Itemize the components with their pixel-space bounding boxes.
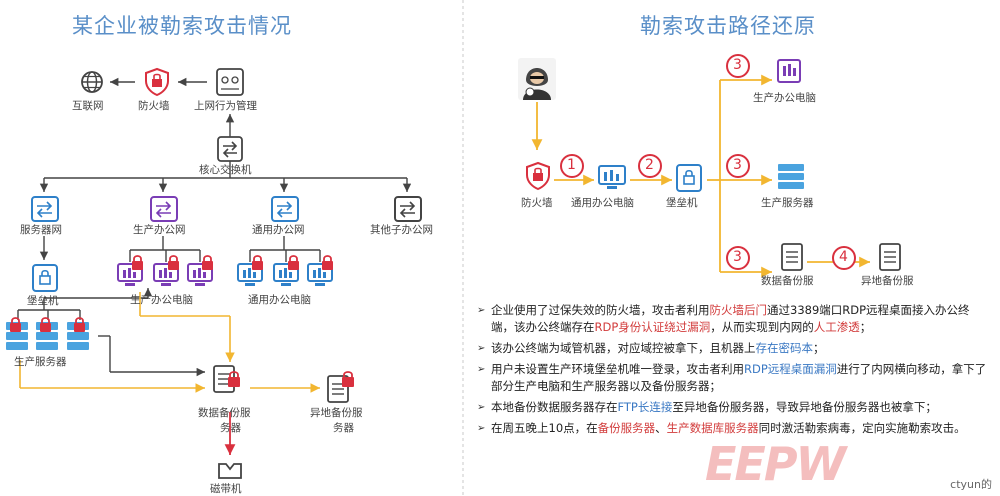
label-backup-server-2: 务器 [220,422,241,434]
label-remote-backup-1: 异地备份服 [310,407,363,419]
divider [462,0,464,496]
label-backup-server-right: 数据备份服 [761,275,814,287]
bullet-text: 通过3389端口RDP远程桌面接入办公终端，该办公终端存在 [491,303,970,334]
other-net-switch-icon [394,196,422,222]
bastion-icon-right [676,164,702,192]
hacker-icon [518,58,556,100]
label-server-net: 服务器网 [20,224,62,236]
firewall-shield-icon-right [526,161,550,191]
bullet-text: 生产数据库服务器 [666,421,759,435]
bullet-text: 在周五晚上10点，在 [491,421,598,435]
label-general-pcs: 通用办公电脑 [248,294,311,306]
label-general-office-net: 通用办公网 [252,224,305,236]
bullet-text: 同时激活勒索病毒，定向实施勒索攻击。 [758,421,966,435]
right-attack-path-diagram [518,54,901,278]
label-tape: 磁带机 [210,483,242,495]
behavior-mgmt-icon [216,68,244,96]
label-bastion-right: 堡垒机 [666,197,698,209]
bullet-text: 、 [655,421,667,435]
label-prod-servers: 生产服务器 [14,356,67,368]
bastion-icon [32,264,58,292]
eepw-logo: EEPW [705,437,846,491]
general-net-switch-icon [271,196,299,222]
bullet-item: 本地备份数据服务器存在FTP长连接至异地备份服务器，导致异地备份服务器也被拿下； [477,399,992,416]
label-prod-server-right: 生产服务器 [761,197,814,209]
left-topology-diagram [6,67,422,479]
bullet-item: 用户未设置生产环境堡垒机唯一登录，攻击者利用RDP远程桌面漏洞进行了内网横向移动… [477,361,992,395]
step-circles [560,54,856,270]
bullet-text: FTP长连接 [617,400,673,414]
label-other-office-net: 其他子办公网 [370,224,433,236]
step-3c: 3 [733,249,742,265]
general-pc-icon-right [598,165,626,189]
bullet-text: 进行了内网横向移动，拿下了部分生产电脑和生产服务器以及备份服务器； [491,362,987,393]
bullet-item: 企业使用了过保失效的防火墙，攻击者利用防火墙后门通过3389端口RDP远程桌面接… [477,302,992,336]
globe-icon [81,71,103,93]
bullet-text: 本地备份数据服务器存在 [491,400,618,414]
label-remote-backup-2: 务器 [333,422,354,434]
bullet-text: 该办公终端为域管机器，对应域控被拿下，且机器上 [491,341,756,355]
label-bastion-left: 堡垒机 [27,295,59,307]
label-firewall-left: 防火墙 [138,100,170,112]
bullet-text: 存在密码本 [755,341,814,355]
label-prod-pcs: 生产办公电脑 [130,294,193,306]
bullet-text: 备份服务器 [597,421,656,435]
lock-icons [10,255,354,387]
watermark: ctyun的 [950,478,992,491]
step-4: 4 [839,249,848,265]
bullet-text: RDP远程桌面漏洞 [744,362,837,376]
label-remote-backup-right: 异地备份服 [861,275,914,287]
server-net-switch-icon [31,196,59,222]
left-title: 某企业被勒索攻击情况 [72,14,292,38]
step-1: 1 [567,157,576,173]
label-prod-office-net: 生产办公网 [133,224,186,236]
bullet-text: RDP身份认证绕过漏洞 [594,320,711,334]
label-prod-pc-right: 生产办公电脑 [753,92,816,104]
prod-net-switch-icon [150,196,178,222]
bullet-text: ； [859,320,872,334]
label-behavior-mgmt: 上网行为管理 [194,100,257,112]
label-general-pc-right: 通用办公电脑 [571,197,634,209]
step-3b: 3 [733,157,742,173]
step-2: 2 [645,157,654,173]
prod-server-icon-right [778,164,804,189]
prod-pc-icon-right [777,59,801,83]
backup-server-icon-right [781,243,803,271]
right-title: 勒索攻击路径还原 [640,14,816,38]
step-3a: 3 [733,57,742,73]
label-core-switch: 核心交换机 [199,164,252,176]
label-internet: 互联网 [72,100,104,112]
bullet-text: 用户未设置生产环境堡垒机唯一登录，攻击者利用 [491,362,744,376]
tape-drive-icon [218,463,242,479]
bullet-text: 至异地备份服务器，导致异地备份服务器也被拿下； [672,400,937,414]
bullet-item: 该办公终端为域管机器，对应域控被拿下，且机器上存在密码本； [477,340,992,357]
bullet-text: 企业使用了过保失效的防火墙，攻击者利用 [491,303,710,317]
firewall-shield-icon [145,67,169,97]
bullet-text: 防火墙后门 [709,303,768,317]
bullet-item: 在周五晚上10点，在备份服务器、生产数据库服务器同时激活勒索病毒，定向实施勒索攻… [477,420,992,437]
bullet-list: 企业使用了过保失效的防火墙，攻击者利用防火墙后门通过3389端口RDP远程桌面接… [477,302,992,441]
bullet-text: ，从而实现到内网的 [710,320,814,334]
bullet-text: 人工渗透 [813,320,860,334]
label-firewall-right: 防火墙 [521,197,553,209]
bullet-text: ； [813,341,825,355]
label-backup-server-1: 数据备份服 [198,407,251,419]
remote-backup-icon-right [879,243,901,271]
core-switch-icon [217,136,243,162]
